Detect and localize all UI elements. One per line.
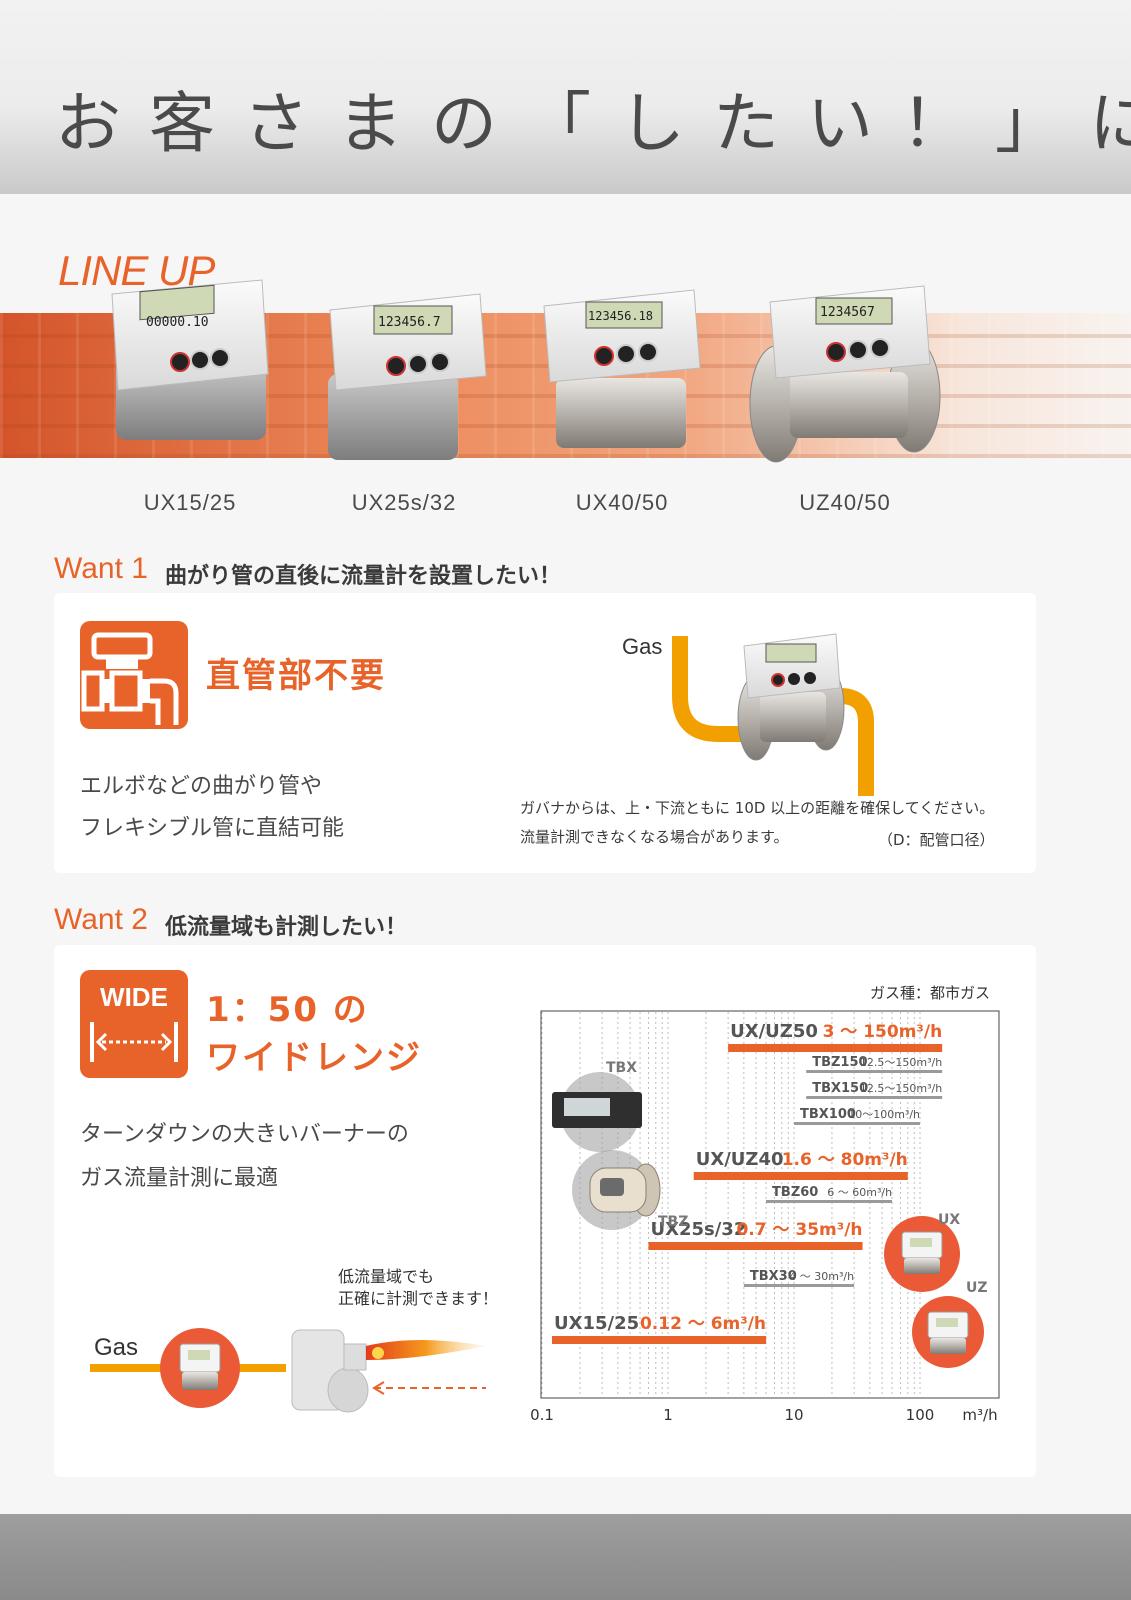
- device-label-uz: UZ: [966, 1280, 988, 1296]
- want2-tag: Want 2: [54, 903, 148, 936]
- elbow-diagram: [672, 633, 874, 796]
- chart-note: ガス種：都市ガス: [870, 984, 991, 1002]
- device-label-ux: UX: [938, 1212, 960, 1228]
- want1-feature-title: 直管部不要: [206, 656, 386, 696]
- range-bar: [743, 1284, 855, 1287]
- range-bar: [551, 1336, 767, 1344]
- series-name: TBX150: [812, 1081, 868, 1096]
- want2-body-line1: ターンダウンの大きいバーナーの: [80, 1122, 409, 1147]
- want2-gas-label: Gas: [94, 1334, 139, 1361]
- x-tick-label: 1: [663, 1406, 673, 1424]
- range-label: 1.6 ～ 80m³/h: [782, 1150, 908, 1170]
- model-label-uz40-50: UZ40/50: [799, 490, 891, 515]
- range-bar: [766, 1200, 893, 1203]
- want2-callout: 低流量域でも 正確に計測できます！: [338, 1266, 498, 1310]
- display-4: 1234567: [820, 305, 875, 320]
- range-bar: [806, 1096, 943, 1099]
- series-name: UX25s/32: [650, 1219, 746, 1240]
- want2-body-line2: ガス流量計測に最適: [80, 1166, 279, 1191]
- want1-note-line1: ガバナからは、上・下流ともに 10D 以上の距離を確保してください。: [520, 799, 995, 817]
- lineup-heading: LINE UP: [58, 247, 215, 294]
- want1-gas-label: Gas: [622, 634, 663, 659]
- want1-title: 曲がり管の直後に流量計を設置したい！: [165, 564, 562, 589]
- range-label: 6 ～ 60m³/h: [827, 1186, 892, 1199]
- x-tick-label: 10: [784, 1406, 803, 1424]
- device-ux: UX: [884, 1212, 960, 1292]
- display-3: 123456.18: [588, 309, 653, 323]
- want1-note-line2: 流量計測できなくなる場合があります。: [520, 828, 789, 846]
- lineup-products: 00000.10 123456.7 123456.18 1234567: [111, 279, 941, 463]
- want2-title: 低流量域も計測したい！: [165, 915, 408, 940]
- x-tick-label: 0.1: [530, 1406, 554, 1424]
- series-name: TBZ60: [772, 1185, 818, 1200]
- range-bar: [648, 1242, 863, 1250]
- page-footer: [0, 1514, 1131, 1600]
- range-label: 4 ～ 30m³/h: [789, 1270, 854, 1283]
- range-label: 3 ～ 150m³/h: [823, 1022, 943, 1042]
- burner-diagram: [90, 1328, 486, 1413]
- x-tick-label: 100: [906, 1406, 935, 1424]
- range-bar: [794, 1122, 920, 1125]
- device-uz: UZ: [912, 1280, 988, 1368]
- range-bar: [728, 1044, 943, 1052]
- range-bar: [806, 1070, 943, 1073]
- want2-feature-line2: ワイドレンジ: [206, 1038, 422, 1078]
- pipe-icon: [80, 621, 188, 729]
- series-name: UX15/25: [554, 1313, 639, 1334]
- product-ux25s-32: 123456.7: [328, 293, 487, 460]
- model-label-ux15-25: UX15/25: [143, 490, 237, 515]
- device-tbx: TBX: [552, 1060, 642, 1152]
- want2-callout-line2: 正確に計測できます！: [338, 1289, 499, 1308]
- series-name: TBX30: [750, 1269, 797, 1284]
- want1-note-paren: （D：配管口径）: [878, 831, 995, 849]
- range-label: 0.7 ～ 35m³/h: [736, 1220, 862, 1240]
- display-1: 00000.10: [146, 315, 209, 330]
- want2-callout-line1: 低流量域でも: [338, 1267, 435, 1286]
- range-label: 12.5～150m³/h: [860, 1082, 942, 1095]
- product-ux40-50: 123456.18: [543, 289, 701, 448]
- chart-ticks: 0.1 1 10 100 m³/h: [530, 1406, 998, 1424]
- model-label-ux40-50: UX40/50: [575, 490, 669, 515]
- range-label: 0.12 ～ 6m³/h: [640, 1314, 766, 1334]
- model-label-ux25s-32: UX25s/32: [351, 490, 457, 515]
- x-unit-label: m³/h: [962, 1406, 997, 1424]
- device-label-tbx: TBX: [606, 1060, 637, 1076]
- wide-icon: WIDE: [80, 970, 188, 1078]
- wide-icon-label: WIDE: [100, 982, 168, 1012]
- range-label: 12.5～150m³/h: [860, 1056, 942, 1069]
- series-name: UX/UZ40: [696, 1149, 784, 1170]
- device-label-tbz: TBZ: [658, 1214, 688, 1230]
- want1-body-line2: フレキシブル管に直結可能: [80, 816, 345, 841]
- series-name: UX/UZ50: [730, 1021, 818, 1042]
- want1-tag: Want 1: [54, 552, 148, 585]
- product-ux15-25: 00000.10: [111, 279, 269, 440]
- display-2: 123456.7: [378, 315, 441, 330]
- page-title: お客さまの「したい！」に: [55, 85, 1131, 162]
- device-tbz: TBZ: [572, 1150, 688, 1230]
- want2-feature-line1: 1：50 の: [206, 990, 369, 1030]
- product-uz40-50: 1234567: [749, 285, 941, 463]
- page-header: [0, 0, 1131, 194]
- range-bar: [693, 1172, 908, 1180]
- want1-body-line1: エルボなどの曲がり管や: [80, 774, 323, 799]
- series-name: TBX100: [800, 1107, 856, 1122]
- series-name: TBZ150: [812, 1055, 867, 1070]
- range-label: 10～100m³/h: [848, 1108, 920, 1121]
